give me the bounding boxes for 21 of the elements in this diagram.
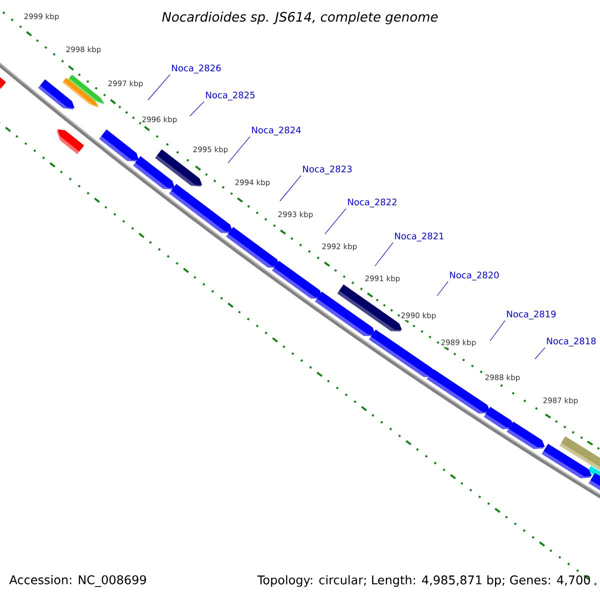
leader-line (324, 208, 346, 234)
gene-label: Noca_2823 (303, 166, 352, 174)
gene-label: Noca_2818 (547, 338, 596, 346)
leader-line (374, 242, 394, 266)
accession-text: Accession: NC_008699 (9, 575, 146, 587)
leader-line (436, 281, 448, 296)
gene-label: Noca_2826 (172, 64, 221, 74)
leader-line (490, 320, 506, 342)
gene-label: Noca_2825 (206, 92, 255, 100)
gene-label: Noca_2824 (252, 126, 301, 136)
leader-line (190, 101, 204, 116)
leader-line (148, 74, 170, 100)
gene-label: Noca_2819 (507, 310, 556, 320)
leader-line (228, 136, 250, 164)
genome-info-text: Topology: circular; Length: 4,985,871 bp; Genes: 4,700 (257, 575, 590, 587)
gene-label: Noca_2820 (450, 272, 499, 280)
leader-line (280, 175, 302, 202)
title: Nocardioides sp. JS614, complete genome (162, 12, 438, 24)
gene-label: Noca_2821 (395, 232, 444, 242)
gene-label: Noca_2822 (348, 198, 396, 208)
leader-line (534, 347, 546, 360)
